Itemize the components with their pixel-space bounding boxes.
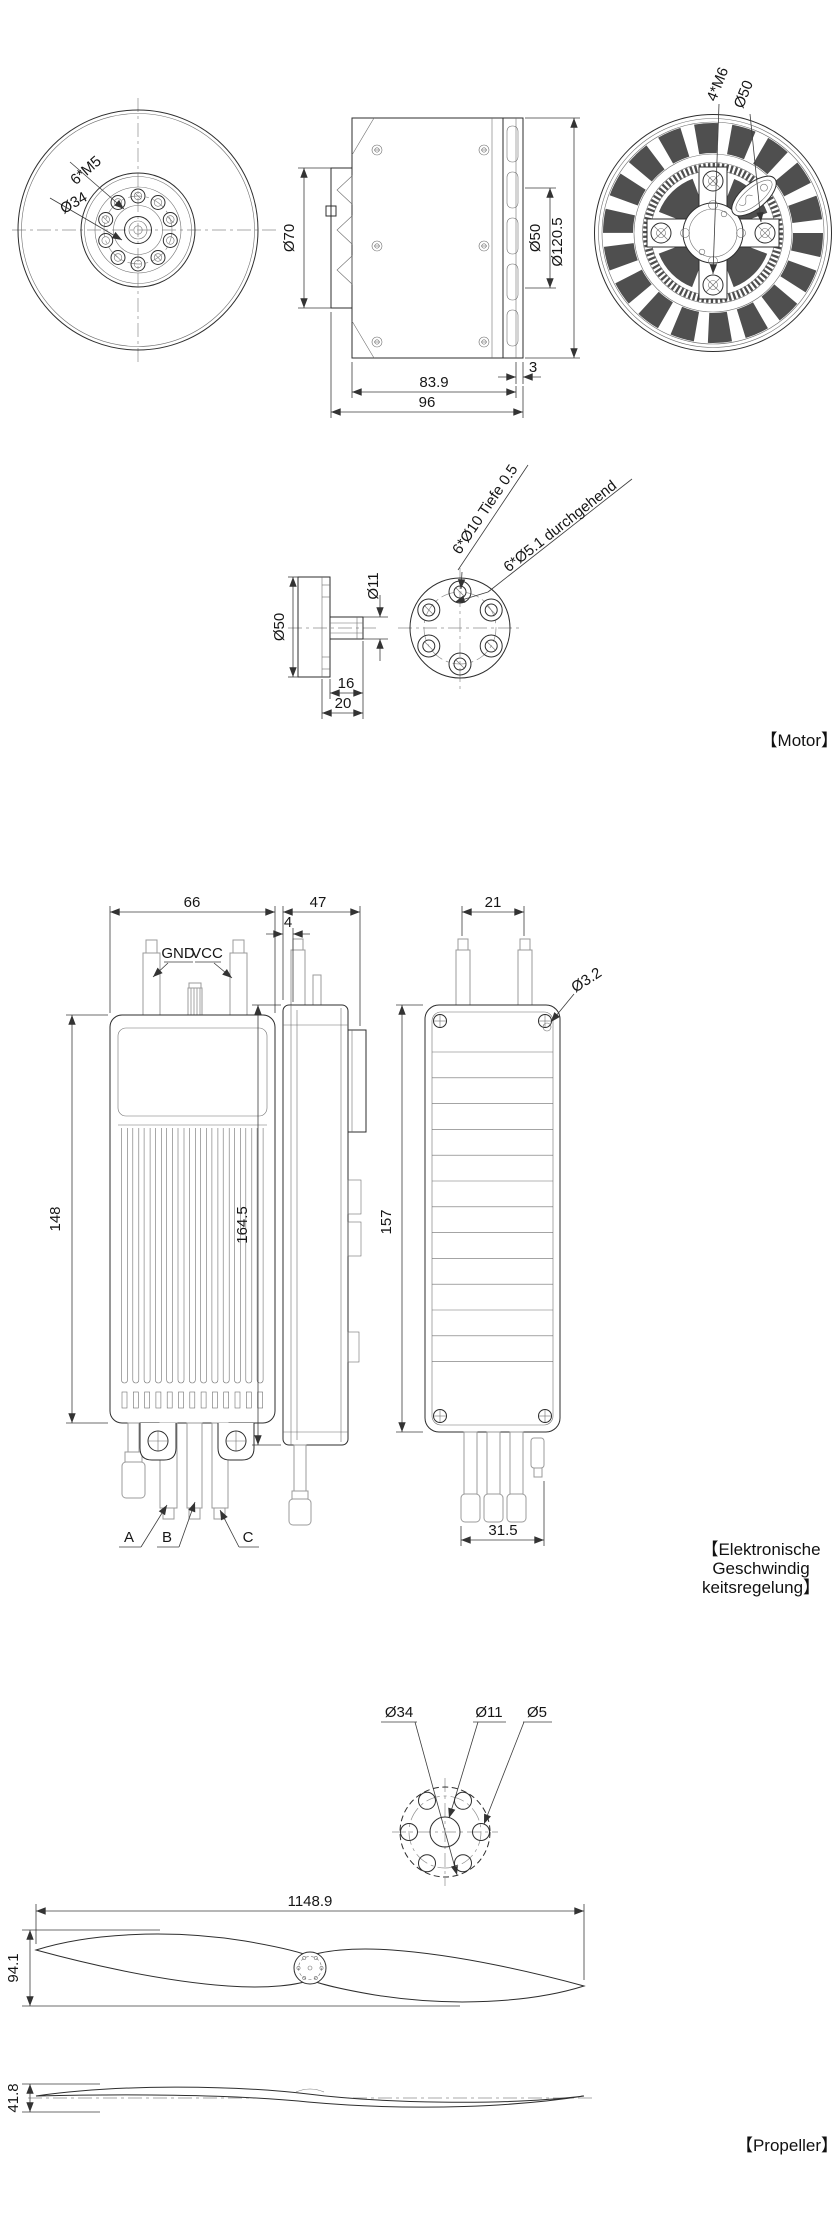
motor-rear-view: 4*M6 Ø50 (594, 65, 832, 352)
motor-side-total-len: 96 (419, 394, 436, 411)
esc-section-label-line3: keitsregelung】 (701, 1578, 821, 1597)
esc-phase-a-label: A (124, 1529, 134, 1546)
esc-side-depth: 47 (310, 894, 327, 911)
prop-side-view: 41.8 (5, 2083, 592, 2113)
motor-section-label: 【Motor】 (760, 731, 838, 750)
adapter-hub-len: 16 (338, 675, 355, 692)
motor-side-lip: 3 (529, 359, 537, 376)
prop-hub-holes (400, 1791, 490, 1873)
esc-side-height: 164.5 (234, 1206, 251, 1244)
side-view-screws (371, 144, 490, 348)
esc-front-fins (121, 1127, 264, 1409)
esc-section-label: 【Elektronische Geschwindig keitsregelung… (684, 1540, 838, 1597)
esc-side-step: 4 (284, 914, 292, 931)
esc-section-label-line1: 【Elektronische (701, 1540, 821, 1559)
esc-side-view: 47 4 164.5 (234, 894, 367, 1526)
adapter-through-callout: 6*Ø5.1 durchgehend (500, 477, 620, 576)
esc-front-width: 66 (184, 894, 201, 911)
motor-side-flange-dia: Ø70 (281, 224, 298, 252)
esc-rear-height: 157 (378, 1209, 395, 1234)
esc-gnd-label: GND (161, 945, 195, 962)
esc-vcc-label: VCC (191, 945, 223, 962)
motor-front-bolt-circle: Ø34 (57, 189, 90, 218)
adapter-shaft-dia: Ø11 (365, 572, 382, 599)
esc-phase-c-label: C (243, 1529, 254, 1546)
prop-length: 1148.9 (288, 1893, 333, 1910)
prop-chord: 94.1 (5, 1953, 22, 1982)
esc-rear-wire-pitch: 21 (485, 894, 502, 911)
adapter-flange-dia: Ø50 (271, 613, 288, 641)
adapter-counterbore-callout: 6*Ø10 Tiefe 0.5 (449, 462, 521, 558)
front-bolt-holes (98, 188, 178, 272)
propeller-section-label: 【Propeller】 (735, 2136, 838, 2155)
rear-mount-screws (650, 170, 776, 296)
product-sticker (731, 175, 777, 217)
prop-top-view: 1148.9 94.1 (5, 1893, 586, 2007)
motor-side-boss-dia: Ø50 (527, 224, 544, 252)
prop-hole-dia: Ø5 (527, 1704, 547, 1721)
esc-section-label-line2: Geschwindig (712, 1559, 810, 1578)
prop-hub-view: Ø34 Ø11 Ø5 (381, 1704, 552, 1886)
motor-side-outer-dia: Ø120.5 (549, 217, 566, 266)
adapter-holes (417, 580, 503, 676)
motor-side-stator-len: 83.9 (419, 374, 448, 391)
esc-rear-screws (433, 1014, 552, 1423)
motor-rear-bolt-callout: 4*M6 (703, 65, 732, 104)
motor-rear-bolt-circle: Ø50 (731, 78, 757, 111)
motor-front-bolt-callout: 6*M5 (67, 153, 105, 189)
esc-front-height: 148 (47, 1206, 64, 1231)
adapter-side-view: Ø50 Ø11 16 20 (271, 572, 388, 719)
esc-rear-hole-dia: Ø3.2 (568, 964, 605, 996)
prop-bore-dia: Ø11 (475, 1704, 502, 1721)
esc-front-view: GND VCC A B C 66 148 (47, 894, 276, 1548)
motor-side-view: Ø70 Ø50 Ø120.5 3 83.9 96 (281, 117, 580, 418)
esc-rear-view: 21 Ø3.2 157 31.5 (378, 894, 605, 1546)
motor-front-view: 6*M5 Ø34 (12, 98, 276, 362)
stator-segments (603, 123, 823, 343)
prop-hub-dia: Ø34 (385, 1704, 413, 1721)
esc-phase-b-label: B (162, 1529, 172, 1546)
esc-rear-fins (431, 1051, 554, 1363)
adapter-front-view: 6*Ø10 Tiefe 0.5 6*Ø5.1 durchgehend (398, 462, 633, 690)
adapter-total-len: 20 (335, 695, 352, 712)
esc-rear-connector-span: 31.5 (488, 1522, 517, 1539)
prop-thickness: 41.8 (5, 2083, 22, 2112)
